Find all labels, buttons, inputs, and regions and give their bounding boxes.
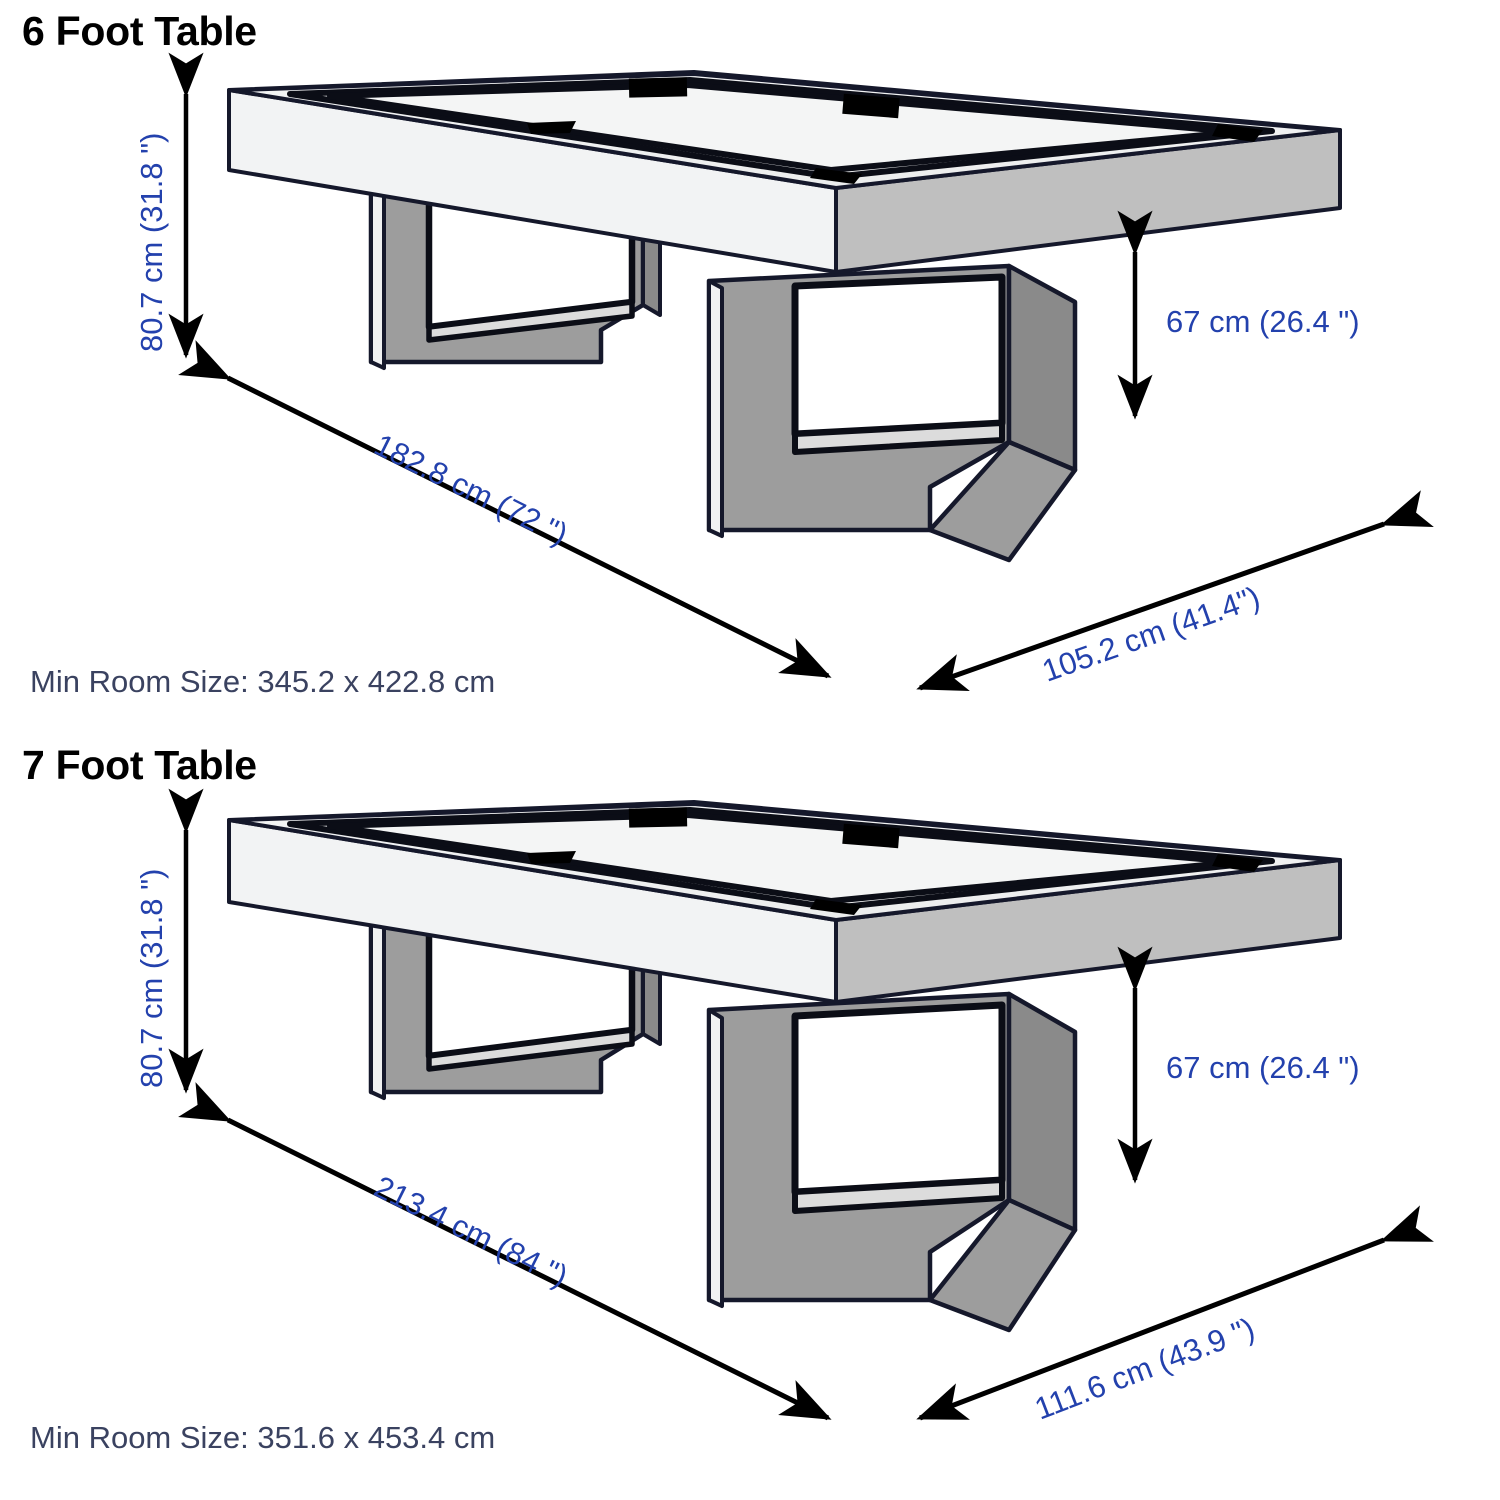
pocket-top-right bbox=[842, 823, 900, 849]
drawing-7ft: 80.7 cm (31.8 ") 67 cm (26.4 ") 213.4 cm… bbox=[134, 788, 1434, 1427]
min-room-size-7ft: Min Room Size: 351.6 x 453.4 cm bbox=[30, 1420, 496, 1455]
pocket-bottom-right bbox=[1212, 124, 1263, 142]
dimension-label-height-clearance-6ft: 67 cm (26.4 ") bbox=[1166, 304, 1360, 339]
dimension-label-height-overall-7ft: 80.7 cm (31.8 ") bbox=[134, 869, 169, 1088]
min-room-size-6ft: Min Room Size: 345.2 x 422.8 cm bbox=[30, 664, 496, 699]
pocket-top-center bbox=[628, 77, 688, 98]
table-illustration-6ft bbox=[227, 70, 1342, 563]
pocket-bottom-center bbox=[810, 168, 862, 184]
page-title-6ft: 6 Foot Table bbox=[22, 8, 257, 54]
table-leg-front-7ft bbox=[706, 991, 1078, 1333]
pocket-bottom-right bbox=[1212, 854, 1263, 872]
dimension-label-height-overall-6ft: 80.7 cm (31.8 ") bbox=[134, 133, 169, 352]
dimension-height-overall-6ft: 80.7 cm (31.8 ") bbox=[134, 52, 204, 359]
pocket-bottom-left bbox=[527, 121, 576, 134]
pocket-bottom-center bbox=[810, 899, 862, 915]
drawing-6ft: 80.7 cm (31.8 ") 67 cm (26.4 ") 182.8 cm… bbox=[134, 52, 1434, 692]
dimension-height-clearance-6ft: 67 cm (26.4 ") bbox=[1117, 210, 1360, 420]
pocket-top-right bbox=[842, 93, 900, 119]
table-section-6ft: 6 Foot Table bbox=[0, 0, 1500, 730]
dimension-label-length-6ft: 182.8 cm (72 ") bbox=[369, 427, 573, 552]
pocket-bottom-left bbox=[527, 851, 576, 864]
dimension-label-length-7ft: 213.4 cm (84 ") bbox=[369, 1169, 573, 1294]
table-leg-back-6ft bbox=[368, 175, 662, 370]
dimension-label-height-clearance-7ft: 67 cm (26.4 ") bbox=[1166, 1050, 1360, 1085]
dimension-height-clearance-7ft: 67 cm (26.4 ") bbox=[1117, 946, 1360, 1184]
dimension-height-overall-7ft: 80.7 cm (31.8 ") bbox=[134, 788, 204, 1094]
table-leg-front-6ft bbox=[706, 263, 1078, 563]
page-title-7ft: 7 Foot Table bbox=[22, 742, 257, 788]
dimension-label-width-7ft: 111.6 cm (43.9 ") bbox=[1030, 1311, 1259, 1427]
pocket-top-center bbox=[628, 807, 688, 828]
table-section-7ft: 7 Foot Table bbox=[0, 730, 1500, 1500]
